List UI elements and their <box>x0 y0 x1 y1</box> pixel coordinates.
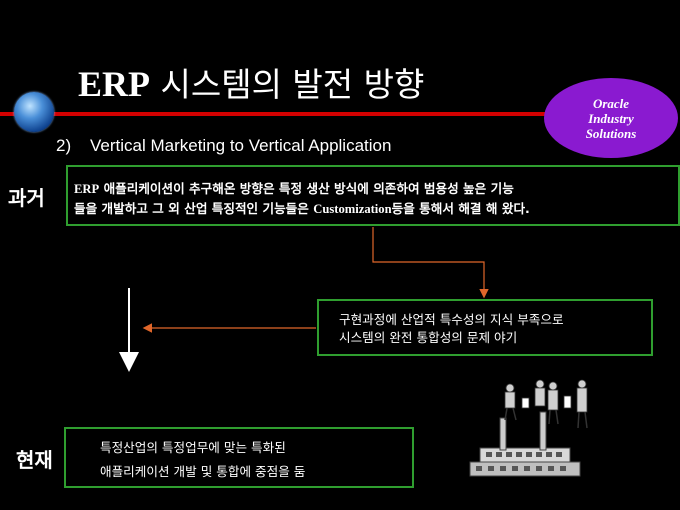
present-line1: 특정산업의 특정업무에 맞는 특화된 <box>100 440 286 455</box>
oracle-badge-line2: Industry <box>588 110 634 126</box>
problem-line1: 구현과정에 산업적 특수성의 지식 부족으로 <box>339 312 564 327</box>
past-line1-prefix: ERP <box>74 182 100 196</box>
title-underline <box>0 112 560 116</box>
globe-icon <box>14 92 54 132</box>
problem-line2: 시스템의 완전 통합성의 문제 야기 <box>339 330 518 345</box>
past-line2-suffix: 등을 통해서 해결 해 왔다. <box>391 201 530 216</box>
present-line2: 애플리케이션 개발 및 통합에 중점을 둠 <box>100 464 306 479</box>
past-line2-prefix: 들을 개발하고 그 외 산업 특징적인 기능들은 <box>74 201 314 216</box>
oracle-badge-line1: Oracle <box>592 95 630 111</box>
oracle-badge: Oracle Industry Solutions <box>544 78 678 158</box>
problem-box: 구현과정에 산업적 특수성의 지식 부족으로 시스템의 완전 통합성의 문제 야… <box>317 299 653 356</box>
subtitle: 2) Vertical Marketing to Vertical Applica… <box>56 136 391 156</box>
factory-illustration <box>469 411 581 477</box>
past-line2-bold: Customization <box>313 202 392 216</box>
past-line1-rest: 애플리케이션이 추구해온 방향은 특정 생산 방식에 의존하여 범용성 높은 기… <box>99 181 514 196</box>
workers-illustration <box>504 379 588 429</box>
present-box: 특정산업의 특정업무에 맞는 특화된 애플리케이션 개발 및 통합에 중점을 둠 <box>64 427 414 488</box>
subtitle-number: 2) <box>56 136 72 155</box>
past-box: ERP 애플리케이션이 추구해온 방향은 특정 생산 방식에 의존하여 범용성 … <box>66 165 680 226</box>
down-to-problem-arrow <box>372 227 489 299</box>
label-past: 과거 <box>8 186 45 210</box>
title-rest: 시스템의 발전 방향 <box>150 65 425 104</box>
title-erp: ERP <box>78 64 150 104</box>
label-now: 현재 <box>16 448 53 472</box>
subtitle-text: Vertical Marketing to Vertical Applicati… <box>90 136 392 155</box>
oracle-badge-line3: Solutions <box>585 125 637 141</box>
slide-title: ERP 시스템의 발전 방향 <box>78 58 424 106</box>
